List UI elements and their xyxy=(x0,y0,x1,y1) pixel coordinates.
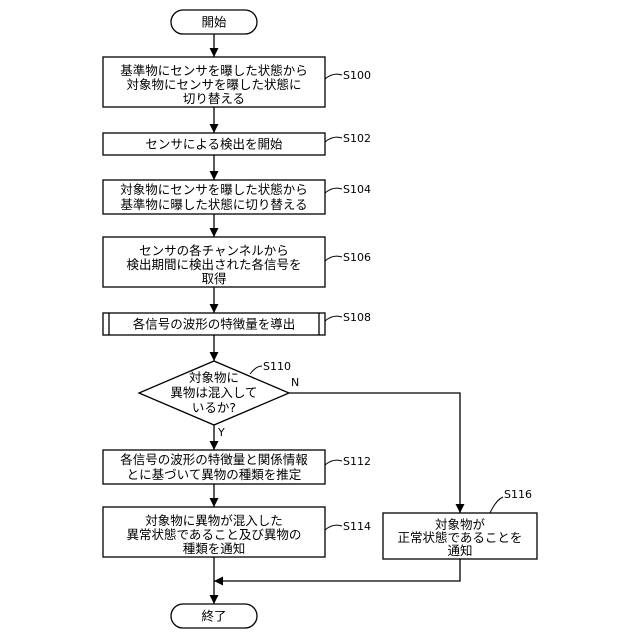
step-s112-line-2: とに基づいて異物の種類を推定 xyxy=(127,467,302,482)
step-s106-line-2: 検出期間に検出された各信号を xyxy=(126,257,301,272)
step-s104-line-1: 対象物にセンサを曝した状態から xyxy=(120,182,308,197)
step-s112-line-1: 各信号の波形の特徴量と関係情報 xyxy=(120,452,308,467)
decision-s110-line-1: 対象物に xyxy=(189,370,239,385)
decision-s110-leader xyxy=(250,366,262,374)
step-s106-line-3: 取得 xyxy=(201,271,226,286)
step-s112-leader xyxy=(325,460,342,465)
step-s116-label: S116 xyxy=(504,488,532,501)
step-s106-line-1: センサの各チャンネルから xyxy=(139,243,289,258)
step-s100-label: S100 xyxy=(343,69,371,82)
step-s104-label: S104 xyxy=(343,183,371,196)
arrow-s116-merge xyxy=(214,559,460,581)
step-s100-line-1: 基準物にセンサを曝した状態から xyxy=(120,63,308,78)
step-s100-leader xyxy=(325,74,342,79)
step-s106-leader xyxy=(325,256,342,261)
branch-yes-label: Y xyxy=(217,426,225,439)
step-s116-line-3: 通知 xyxy=(447,543,472,558)
step-s102-line-1: センサによる検出を開始 xyxy=(145,137,283,152)
step-s102-leader xyxy=(325,137,342,142)
step-s116-leader xyxy=(490,497,503,513)
step-s112-label: S112 xyxy=(343,455,371,468)
decision-s110-label: S110 xyxy=(263,360,291,373)
step-s102-label: S102 xyxy=(343,132,371,145)
step-s114-line-3: 種類を通知 xyxy=(183,541,246,556)
step-s104-line-2: 基準物に曝した状態に切り替える xyxy=(120,197,307,212)
start-label: 開始 xyxy=(201,15,227,30)
branch-no-label: N xyxy=(291,376,299,389)
step-s114-line-2: 異常状態であること及び異物の xyxy=(127,527,302,542)
step-s100-line-2: 対象物にセンサを曝した状態に xyxy=(126,77,301,92)
decision-s110-line-2: 異物は混入して xyxy=(170,385,257,400)
decision-s110-line-3: いるか? xyxy=(192,400,236,415)
step-s114-label: S114 xyxy=(343,520,371,533)
step-s114-leader xyxy=(325,525,342,530)
step-s114-line-1: 対象物に異物が混入した xyxy=(145,513,283,528)
step-s104-leader xyxy=(325,188,342,193)
step-s100-line-3: 切り替える xyxy=(183,91,245,106)
end-label: 終了 xyxy=(201,609,226,624)
step-s108-line-1: 各信号の波形の特徴量を導出 xyxy=(133,317,296,332)
step-s108-label: S108 xyxy=(343,311,371,324)
step-s108-leader xyxy=(325,316,342,321)
step-s106-label: S106 xyxy=(343,251,371,264)
